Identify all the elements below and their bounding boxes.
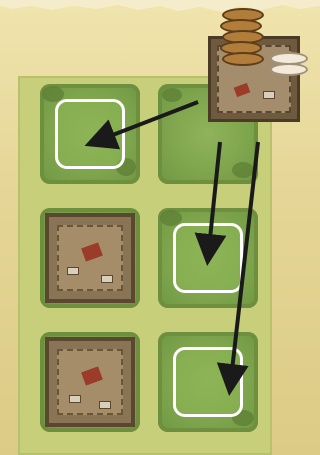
arrow-to-plot-r3c2	[230, 142, 258, 388]
arrow-to-plot-r2c2	[208, 142, 220, 258]
arrow-to-plot-r1c1	[92, 102, 198, 143]
